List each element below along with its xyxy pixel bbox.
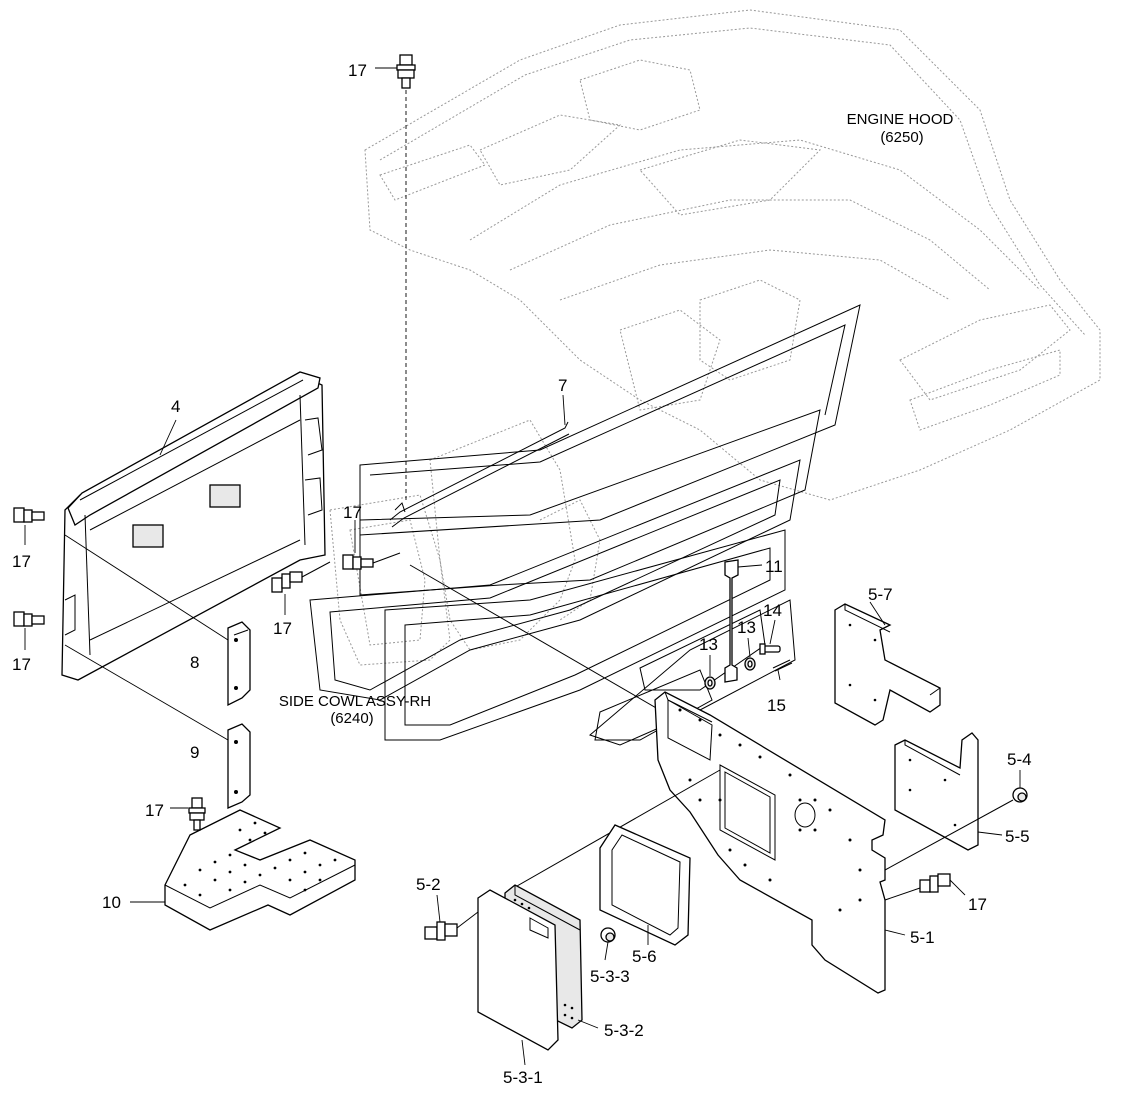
rod-7: [389, 394, 570, 528]
callout-11: 11: [765, 557, 783, 576]
plate-5-1: [509, 691, 906, 994]
label-engine-hood: ENGINE HOOD: [847, 111, 954, 128]
callout-5-3-2: 5-3-2: [604, 1021, 644, 1040]
pin-14: [759, 619, 781, 655]
callout-13-a: 13: [699, 635, 718, 654]
callout-17-top: 17: [348, 61, 367, 80]
decal-stripes: [309, 304, 861, 746]
callout-5-3-3: 5-3-3: [590, 967, 630, 986]
callout-17-left-a: 17: [12, 552, 31, 571]
bolt-17-right: [884, 873, 966, 901]
callout-5-4: 5-4: [1007, 750, 1032, 769]
callout-17-left-b: 17: [12, 655, 31, 674]
label-engine-hood-code: (6250): [880, 129, 923, 146]
callout-5-2: 5-2: [416, 875, 441, 894]
washer-13-b: [744, 637, 756, 671]
bolt-17-left-a: [13, 507, 45, 545]
pad-5-5: [894, 732, 1003, 851]
callout-7: 7: [558, 376, 567, 395]
bolt-17-mid-b: [271, 561, 331, 615]
grommet-5-3-3: [600, 927, 616, 961]
panel-4: [61, 371, 326, 681]
plate-10: [130, 809, 356, 931]
callout-5-1: 5-1: [910, 928, 935, 947]
callout-13-b: 13: [737, 618, 756, 637]
bolt-17-left-b: [13, 611, 45, 650]
bolt-17-top: [375, 54, 416, 500]
callout-9: 9: [190, 743, 199, 762]
bolt-17-plate: [170, 797, 206, 831]
side-cowl-outline: [329, 419, 601, 666]
callout-14: 14: [763, 601, 782, 620]
label-side-cowl: SIDE COWL ASSY-RH: [279, 693, 431, 710]
callout-5-6: 5-6: [632, 947, 657, 966]
seal-5-6: [599, 824, 691, 946]
callout-5-3-1: 5-3-1: [503, 1068, 543, 1087]
callout-4: 4: [171, 397, 180, 416]
spring-pin-15: [772, 659, 793, 681]
grommet-5-4: [884, 770, 1028, 871]
callout-5-7: 5-7: [868, 585, 893, 604]
callout-17-right: 17: [968, 895, 987, 914]
callout-17-plate: 17: [145, 801, 164, 820]
plate-5-1-holes: [678, 708, 862, 912]
pad-5-7: [834, 601, 941, 726]
callout-15: 15: [767, 696, 786, 715]
washer-13-a: [704, 655, 716, 690]
callout-5-5: 5-5: [1005, 827, 1030, 846]
callout-17-mid-b: 17: [273, 619, 292, 638]
bracket-8: [64, 534, 251, 707]
callout-8: 8: [190, 653, 199, 672]
label-side-cowl-code: (6240): [330, 710, 373, 727]
bolt-5-2: [424, 894, 479, 941]
callout-10: 10: [102, 893, 121, 912]
cover-5-3-1: [477, 889, 559, 1066]
strap-11: [724, 559, 763, 683]
plate-holes: [183, 821, 337, 897]
engine-hood-outline: [364, 9, 1101, 501]
callout-17-mid-a: 17: [343, 503, 362, 522]
bracket-9: [64, 644, 251, 809]
